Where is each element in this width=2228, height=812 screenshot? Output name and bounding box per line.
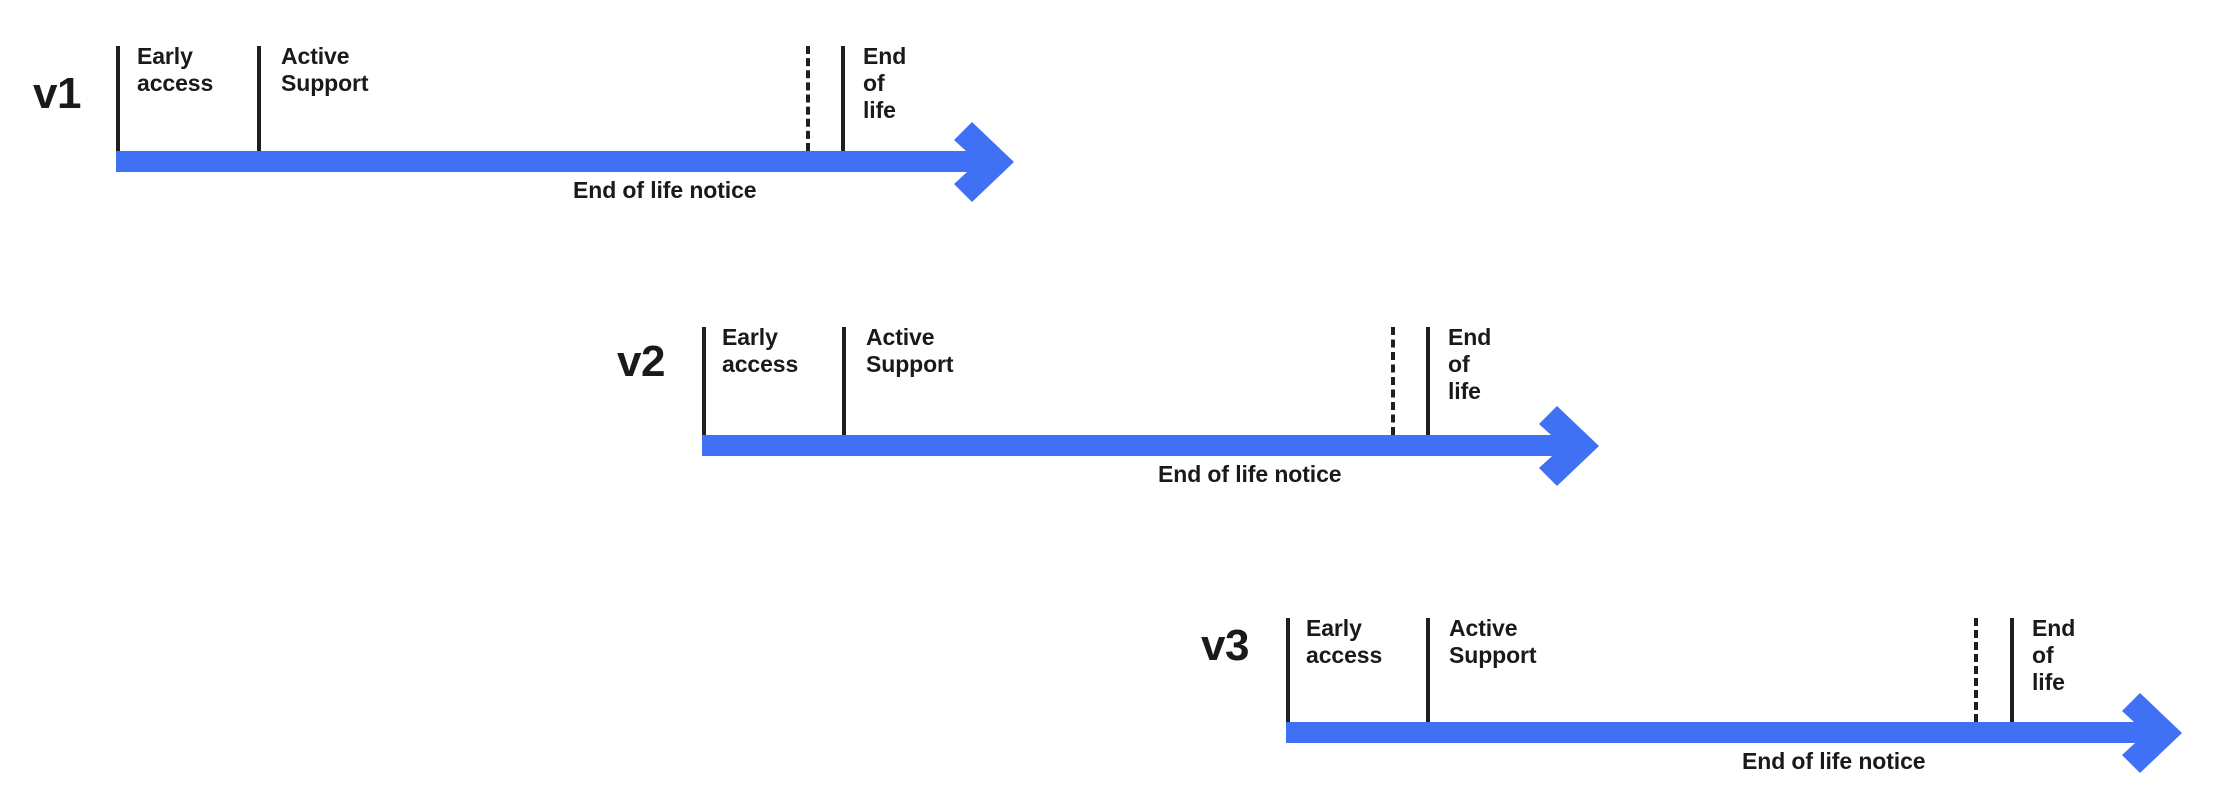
divider-end-of-life-notice-v2 xyxy=(1391,327,1395,435)
divider-early-access-start-v3 xyxy=(1286,618,1290,722)
timeline-track-v2 xyxy=(702,435,1570,456)
version-label-v1: v1 xyxy=(33,69,81,118)
phase-label-active-support-v2: Active Support xyxy=(866,324,954,377)
timeline-track-v3 xyxy=(1286,722,2153,743)
version-label-v3: v3 xyxy=(1201,621,1249,670)
phase-label-active-support-v1: Active Support xyxy=(281,43,369,96)
divider-end-of-life-start-v1 xyxy=(841,46,845,151)
notice-label-v2: End of life notice xyxy=(1158,461,1342,487)
divider-end-of-life-notice-v1 xyxy=(806,46,810,151)
phase-label-early-access-v1: Early access xyxy=(137,43,214,96)
arrow-head-icon-v1 xyxy=(954,121,1014,202)
divider-end-of-life-start-v3 xyxy=(2010,618,2014,722)
phase-label-early-access-v2: Early access xyxy=(722,324,799,377)
phase-label-end-of-life-v2: End of life xyxy=(1448,324,1492,404)
phase-label-active-support-v3: Active Support xyxy=(1449,615,1537,668)
divider-end-of-life-start-v2 xyxy=(1426,327,1430,435)
divider-active-support-start-v1 xyxy=(257,46,261,151)
divider-active-support-start-v2 xyxy=(842,327,846,435)
version-label-v2: v2 xyxy=(617,337,665,386)
phase-label-early-access-v3: Early access xyxy=(1306,615,1383,668)
divider-early-access-start-v1 xyxy=(116,46,120,151)
divider-end-of-life-notice-v3 xyxy=(1974,618,1978,722)
divider-active-support-start-v3 xyxy=(1426,618,1430,722)
divider-early-access-start-v2 xyxy=(702,327,706,435)
arrow-head-icon-v2 xyxy=(1539,405,1599,486)
phase-label-end-of-life-v1: End of life xyxy=(863,43,907,123)
timeline-track-v1 xyxy=(116,151,985,172)
notice-label-v3: End of life notice xyxy=(1742,748,1926,774)
phase-label-end-of-life-v3: End of life xyxy=(2032,615,2076,695)
notice-label-v1: End of life notice xyxy=(573,177,757,203)
arrow-head-icon-v3 xyxy=(2122,692,2182,773)
